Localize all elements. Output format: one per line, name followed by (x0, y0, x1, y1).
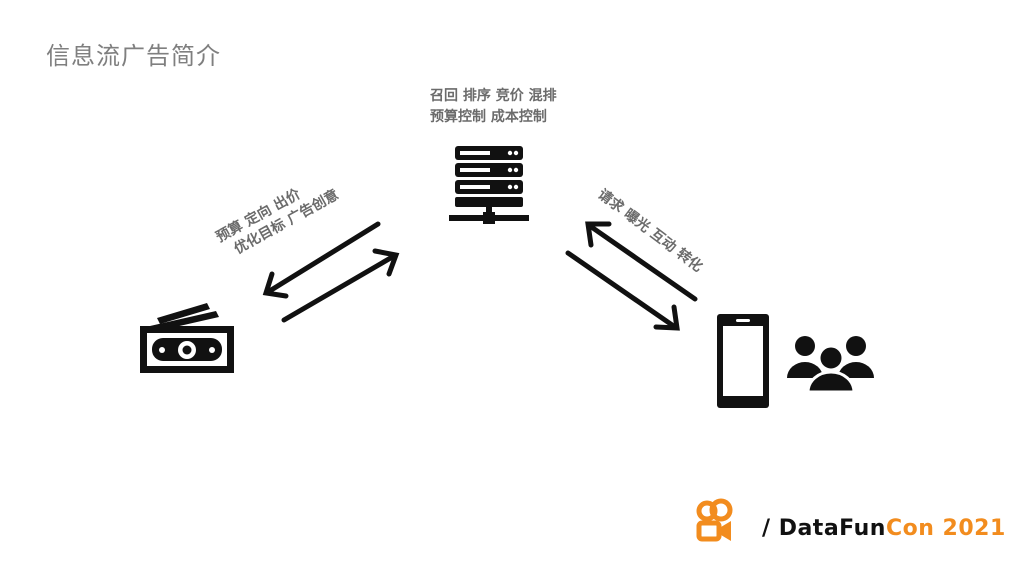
brand-slash: / (762, 516, 779, 541)
server-caption-line-2: 预算控制 成本控制 (430, 109, 547, 125)
users-icon (787, 336, 874, 394)
server-icon (449, 146, 529, 224)
money-icon (140, 303, 234, 373)
advertiser-server-arrows (262, 221, 400, 323)
slide-title: 信息流广告简介 (46, 42, 221, 70)
phone-icon (717, 314, 769, 408)
server-caption: 召回 排序 竞价 混排 预算控制 成本控制 (430, 86, 557, 128)
brand-dark-text: DataFun (778, 516, 886, 541)
server-caption-line-1: 召回 排序 竞价 混排 (430, 88, 557, 104)
datafuncon-brand: / DataFunCon 2021 (762, 516, 1006, 541)
brand-orange-text: Con 2021 (885, 516, 1006, 541)
server-user-arrows (565, 221, 698, 331)
kuaishou-logo (696, 498, 733, 542)
